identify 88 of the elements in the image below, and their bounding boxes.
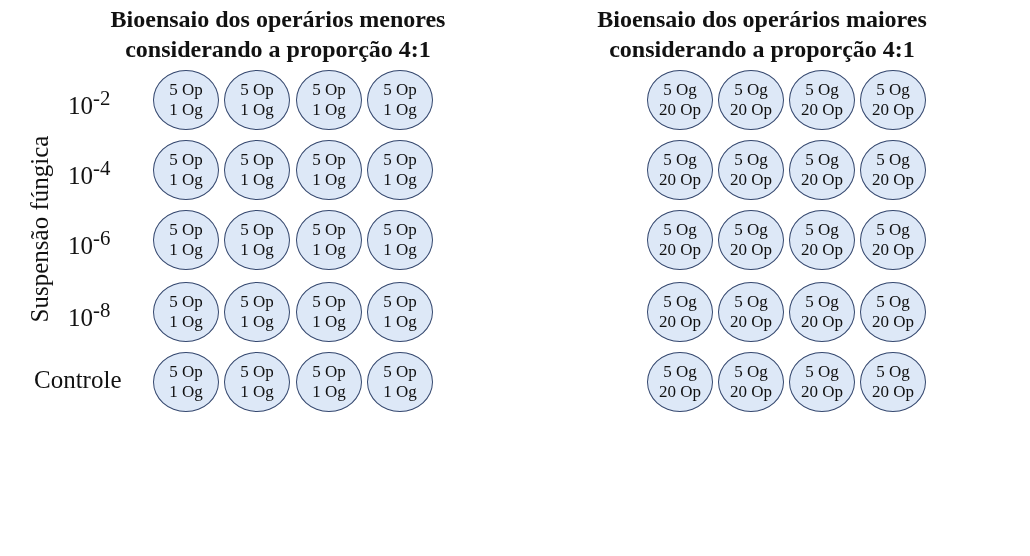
row-label: Controle (34, 366, 122, 394)
count-label: 5 Op (240, 80, 274, 100)
count-label: 1 Og (169, 382, 203, 402)
dilution-label: 10$^{-2}$ (68, 86, 111, 121)
count-label: 5 Og (734, 80, 768, 100)
count-label: 1 Og (169, 100, 203, 120)
count-label: 20 Op (730, 382, 772, 402)
count-label: 1 Og (240, 240, 274, 260)
count-label: 20 Op (659, 100, 701, 120)
count-label: 1 Og (312, 170, 346, 190)
count-label: 5 Op (169, 292, 203, 312)
count-label: 1 Og (169, 240, 203, 260)
count-label: 20 Op (801, 100, 843, 120)
count-label: 5 Og (805, 150, 839, 170)
count-label: 5 Og (876, 80, 910, 100)
count-label: 5 Op (312, 292, 346, 312)
count-label: 5 Og (876, 150, 910, 170)
count-label: 5 Op (383, 362, 417, 382)
count-label: 5 Op (383, 292, 417, 312)
count-label: 20 Op (659, 382, 701, 402)
count-label: 5 Op (312, 80, 346, 100)
count-label: 1 Og (383, 382, 417, 402)
count-label: 20 Op (730, 100, 772, 120)
count-label: 20 Op (801, 170, 843, 190)
count-label: 5 Op (169, 80, 203, 100)
dilution-label: 10$^{-6}$ (68, 226, 111, 261)
count-label: 5 Og (663, 362, 697, 382)
count-label: 5 Og (876, 362, 910, 382)
count-label: 1 Og (312, 382, 346, 402)
count-label: 20 Op (730, 170, 772, 190)
count-label: 1 Og (383, 170, 417, 190)
column-heading: Bioensaio dos operários menores considerando a proporção 4:1 (109, 5, 447, 64)
count-label: 5 Og (876, 220, 910, 240)
count-label: 20 Op (872, 382, 914, 402)
count-label: 5 Og (805, 292, 839, 312)
count-label: 5 Og (805, 362, 839, 382)
count-label: 1 Og (240, 170, 274, 190)
count-label: 5 Op (383, 80, 417, 100)
count-label: 5 Op (240, 292, 274, 312)
count-label: 5 Og (734, 150, 768, 170)
count-label: 1 Og (383, 240, 417, 260)
count-label: 20 Op (659, 240, 701, 260)
count-label: 1 Og (240, 382, 274, 402)
count-label: 20 Op (872, 100, 914, 120)
count-label: 1 Og (169, 312, 203, 332)
count-label: 20 Op (801, 312, 843, 332)
column-heading: Bioensaio dos operários maiores considerando a proporção 4:1 (596, 5, 928, 64)
count-label: 5 Og (734, 220, 768, 240)
count-label: 20 Op (872, 170, 914, 190)
count-label: 5 Op (169, 150, 203, 170)
count-label: 1 Og (240, 312, 274, 332)
count-label: 5 Op (169, 220, 203, 240)
dilution-label: 10$^{-4}$ (68, 156, 111, 191)
count-label: 20 Op (801, 382, 843, 402)
count-label: 5 Og (876, 292, 910, 312)
count-label: 5 Og (663, 220, 697, 240)
dilution-label: 10$^{-8}$ (68, 298, 111, 333)
count-label: 1 Og (312, 240, 346, 260)
count-label: 5 Og (663, 150, 697, 170)
count-label: 5 Op (383, 150, 417, 170)
count-label: 20 Op (872, 240, 914, 260)
count-label: 5 Og (663, 292, 697, 312)
count-label: 1 Og (240, 100, 274, 120)
axis-label: Suspensão fúngica (26, 134, 54, 325)
count-label: 1 Og (169, 170, 203, 190)
count-label: 5 Op (240, 220, 274, 240)
count-label: 5 Op (383, 220, 417, 240)
count-label: 5 Og (805, 80, 839, 100)
count-label: 1 Og (312, 100, 346, 120)
count-label: 5 Op (240, 150, 274, 170)
count-label: 20 Op (801, 240, 843, 260)
count-label: 5 Og (663, 80, 697, 100)
count-label: 20 Op (730, 240, 772, 260)
count-label: 20 Op (872, 312, 914, 332)
count-label: 20 Op (659, 170, 701, 190)
count-label: 5 Op (240, 362, 274, 382)
count-label: 20 Op (730, 312, 772, 332)
count-label: 5 Op (312, 220, 346, 240)
count-label: 5 Og (734, 292, 768, 312)
count-label: 1 Og (383, 100, 417, 120)
count-label: 5 Og (734, 362, 768, 382)
count-label: 5 Op (312, 362, 346, 382)
count-label: 5 Og (805, 220, 839, 240)
count-label: 1 Og (312, 312, 346, 332)
count-label: 20 Op (659, 312, 701, 332)
count-label: 1 Og (383, 312, 417, 332)
count-label: 5 Op (169, 362, 203, 382)
count-label: 5 Op (312, 150, 346, 170)
